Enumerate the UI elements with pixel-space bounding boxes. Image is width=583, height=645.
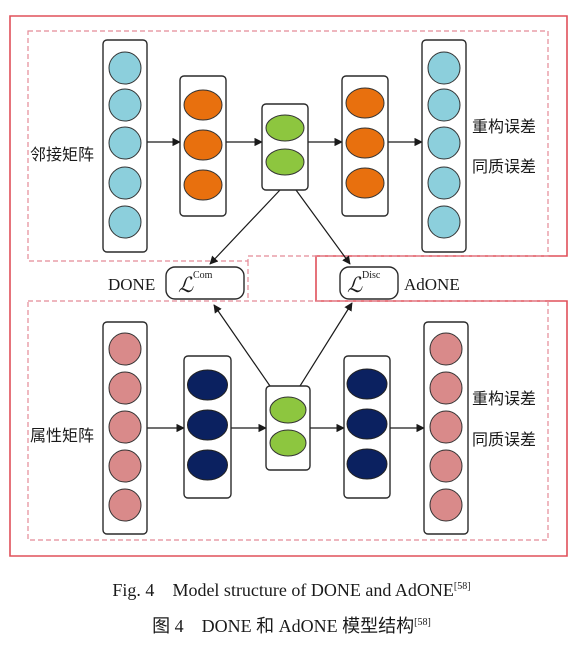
bottom-encoder-layer — [183, 355, 232, 499]
caption-zh-prefix: 图 4 — [152, 616, 184, 636]
bottom-recon-error-label: 重构误差 — [472, 389, 536, 408]
caption-zh-ref: [58] — [414, 617, 431, 628]
arrows — [147, 137, 425, 433]
caption-zh-text: DONE 和 AdONE 模型结构 — [201, 616, 415, 636]
caption-chinese: 图 4 DONE 和 AdONE 模型结构[58] — [0, 612, 583, 638]
loss-disc-symbol: ℒ — [347, 273, 363, 297]
bottom-output-layer — [423, 321, 469, 535]
top-input-layer — [102, 39, 148, 253]
loss-disc-superscript: Disc — [362, 270, 381, 281]
top-dashed-region — [27, 30, 549, 262]
loss-com-box: ℒ Com — [165, 266, 245, 300]
bottom-embedding-layer — [265, 385, 311, 471]
caption-english: Fig. 4 Model structure of DONE and AdONE… — [0, 580, 583, 601]
top-embedding-layer — [261, 103, 309, 191]
outer-red-frame — [9, 15, 568, 557]
top-homophily-error-label: 同质误差 — [472, 157, 536, 176]
loss-com-symbol: ℒ — [178, 273, 194, 297]
top-decoder-layer — [341, 75, 389, 217]
caption-en-ref: [58] — [453, 581, 471, 592]
top-output-layer — [421, 39, 467, 253]
top-input-label: 邻接矩阵 — [30, 145, 94, 164]
bottom-dashed-region — [27, 300, 549, 541]
bottom-homophily-error-label: 同质误差 — [472, 430, 536, 449]
loss-com-superscript: Com — [193, 270, 213, 281]
caption-en-prefix: Fig. 4 — [112, 580, 155, 600]
done-label: DONE — [108, 275, 155, 294]
adone-label: AdONE — [404, 275, 460, 294]
bottom-input-layer — [102, 321, 148, 535]
bottom-decoder-layer — [343, 355, 391, 499]
bottom-input-label: 属性矩阵 — [30, 426, 94, 445]
loss-disc-box: ℒ Disc — [339, 266, 399, 300]
top-recon-error-label: 重构误差 — [472, 117, 536, 136]
top-encoder-layer — [179, 75, 227, 217]
caption-en-text: Model structure of DONE and AdONE — [172, 580, 454, 600]
